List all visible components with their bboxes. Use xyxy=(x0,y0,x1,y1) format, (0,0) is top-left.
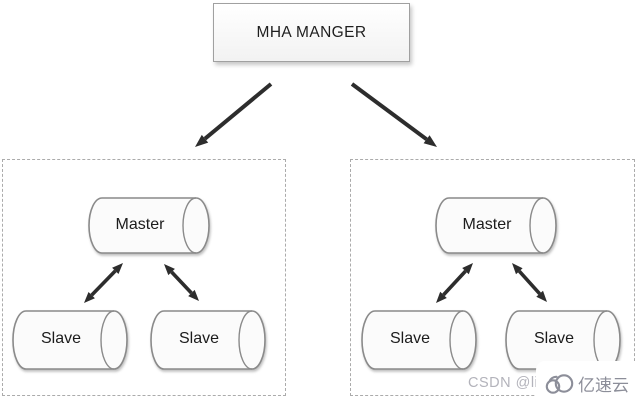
cloud-icon xyxy=(545,374,574,394)
cluster-box-left xyxy=(2,159,286,396)
yisu-logo-text: 亿速云 xyxy=(578,375,629,395)
cylinder-shape xyxy=(435,197,557,254)
arrow-manager-to-left-cluster xyxy=(195,82,273,147)
mha-manager-label: MHA MANGER xyxy=(256,23,367,41)
master-node-left: Master xyxy=(88,197,210,254)
slave-node-left-1: Slave xyxy=(12,310,128,370)
slave-node-right-2: Slave xyxy=(505,310,621,370)
cylinder-shape xyxy=(361,310,477,370)
master-label: Master xyxy=(115,215,165,233)
slave-label: Slave xyxy=(533,330,575,347)
cylinder-shape xyxy=(150,310,266,370)
csdn-watermark-text: CSDN @li xyxy=(468,375,539,391)
slave-label: Slave xyxy=(389,330,431,347)
slave-node-left-2: Slave xyxy=(150,310,266,370)
slave-label: Slave xyxy=(40,330,82,347)
cylinder-shape xyxy=(12,310,128,370)
master-label: Master xyxy=(462,215,512,233)
yisu-logo-badge: 亿速云 xyxy=(536,361,640,405)
cluster-box-right xyxy=(350,159,635,396)
mha-manager-node: MHA MANGER xyxy=(213,3,410,62)
slave-label: Slave xyxy=(178,330,220,347)
cylinder-shape xyxy=(88,197,210,254)
slave-node-right-1: Slave xyxy=(361,310,477,370)
master-node-right: Master xyxy=(435,197,557,254)
arrow-manager-to-right-cluster xyxy=(350,82,437,147)
